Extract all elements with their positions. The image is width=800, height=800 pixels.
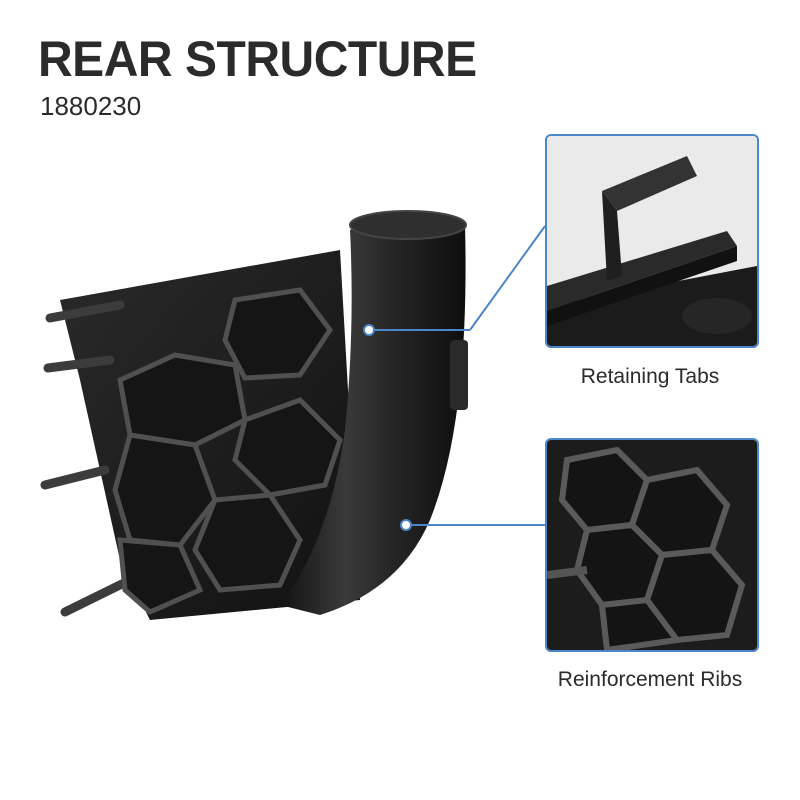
part-number: 1880230 (40, 91, 142, 121)
page-title: REAR STRUCTURE (38, 31, 477, 87)
reinforcement-ribs-caption: Reinforcement Ribs (557, 668, 743, 691)
retaining-tabs-caption: Retaining Tabs (580, 365, 720, 388)
retaining-tabs-icon (547, 136, 757, 346)
reinforcement-ribs-icon (547, 440, 757, 650)
reinforcement-ribs-closeup (545, 438, 759, 652)
retaining-tabs-closeup (545, 134, 759, 348)
